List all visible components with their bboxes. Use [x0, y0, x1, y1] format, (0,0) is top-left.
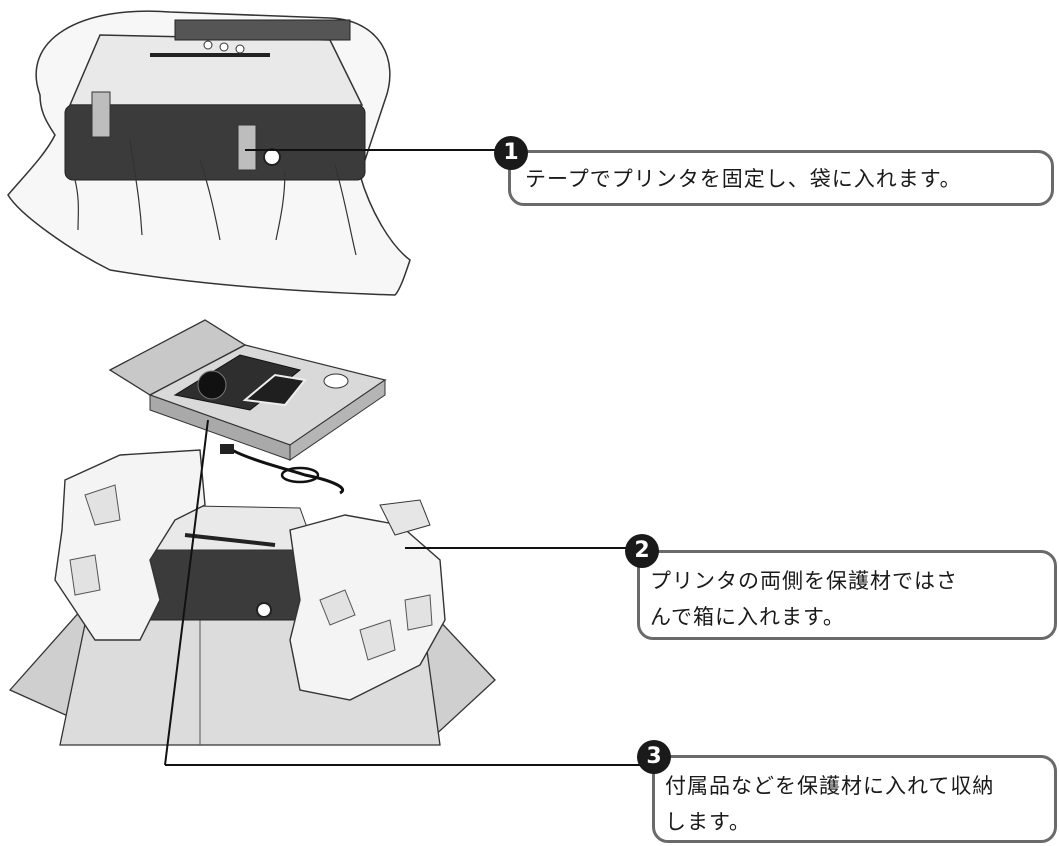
printer-in-bag — [7, 10, 411, 296]
printer-top-cover — [68, 34, 364, 106]
power-cord — [231, 448, 344, 495]
foam-right — [289, 514, 446, 701]
step-3-text-line1: 付属品などを保護材に入れて収納 — [665, 774, 995, 798]
step-1-callout: テープでプリンタを固定し、袋に入れます。 — [508, 150, 1054, 206]
step-2-text-line1: プリンタの両側を保護材ではさ — [650, 569, 958, 593]
leader-lines — [164, 149, 655, 766]
step-3-badge: 3 — [637, 740, 671, 774]
tape — [91, 91, 111, 138]
step-1-badge: 1 — [494, 136, 528, 170]
step-3-text-line2: します。 — [665, 810, 751, 834]
paper-slot — [174, 19, 351, 41]
step-2-badge: 2 — [625, 534, 659, 568]
box-with-printer — [8, 449, 496, 746]
step-3-callout: 付属品などを保護材に入れて収納 します。 — [652, 755, 1057, 843]
step-2-callout: プリンタの両側を保護材ではさ んで箱に入れます。 — [637, 550, 1057, 640]
step-2-text-line2: んで箱に入れます。 — [650, 605, 845, 629]
tape — [237, 124, 257, 171]
step-1-text: テープでプリンタを固定し、袋に入れます。 — [525, 167, 962, 191]
accessory-tray — [108, 319, 387, 495]
